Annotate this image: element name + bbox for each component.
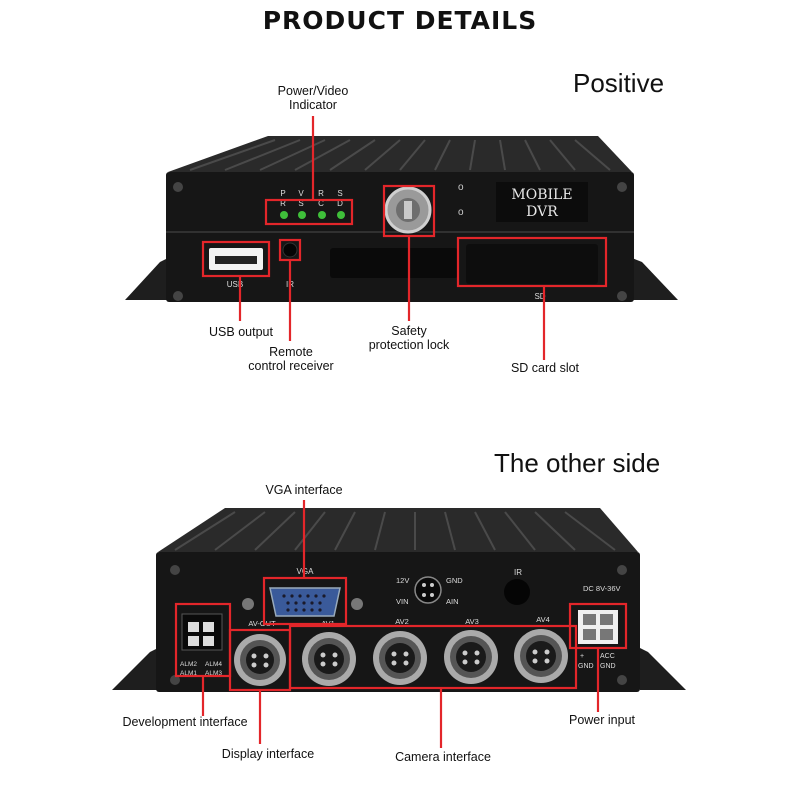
mark-alm4: ALM4: [205, 661, 222, 668]
svg-text:o: o: [458, 207, 464, 218]
led-mark-v: V: [298, 189, 304, 198]
callout-lock-line1: Safety: [391, 324, 427, 338]
usb-mark: USB: [227, 280, 243, 289]
front-device: P V R S R S C D oo MOBILE DVR USB IR: [125, 116, 678, 360]
callout-power-video-line1: Power/Video: [277, 84, 349, 98]
callout-development: Development interface: [122, 715, 248, 729]
back-heading: The other side: [494, 448, 661, 478]
device-label-line2: DVR: [526, 204, 558, 220]
svg-text:o: o: [458, 182, 464, 193]
mark-alm2: ALM2: [180, 661, 197, 668]
dc-mark: DC 8V-36V: [583, 584, 621, 593]
callout-remote: Remote control receiver: [226, 345, 356, 373]
led-mark-s: S: [337, 189, 342, 198]
mark-alm3: ALM3: [205, 670, 222, 677]
mark-av2: AV2: [395, 617, 409, 626]
callout-remote-line1: Remote: [269, 345, 313, 359]
led-mark-s2: S: [298, 199, 303, 208]
front-heading: Positive: [573, 68, 665, 98]
callout-camera: Camera interface: [395, 750, 491, 764]
callout-remote-line2: control receiver: [248, 359, 334, 373]
sd-mark: SD: [534, 292, 545, 301]
callout-usb-output: USB output: [209, 325, 273, 339]
device-label-line1: MOBILE: [511, 187, 572, 203]
led-mark-p: P: [280, 189, 285, 198]
callout-sd-slot: SD card slot: [510, 361, 580, 375]
aviation-connectors: [234, 629, 568, 686]
mark-plus: +: [580, 653, 584, 660]
pin-12v: 12V: [396, 576, 409, 585]
back-device: VGA 12V GND VIN AIN IR DC 8V-36V + GND A…: [112, 500, 686, 748]
mark-alm1: ALM1: [180, 670, 197, 677]
mark-acc: ACC: [600, 653, 615, 660]
pin-gnd: GND: [446, 576, 463, 585]
led-mark-r: R: [318, 189, 324, 198]
mark-gnd2: GND: [578, 663, 594, 670]
vga-mark: VGA: [297, 567, 315, 576]
mark-av-out: AV-OUT: [248, 619, 276, 628]
callout-lock: Safety protection lock: [354, 324, 464, 352]
page-title: PRODUCT DETAILS: [262, 6, 538, 35]
callout-vga: VGA interface: [265, 483, 343, 497]
back-ir-mark: IR: [514, 568, 522, 577]
callout-power-video: Power/Video Indicator: [258, 84, 368, 112]
led-mark-r2: R: [280, 199, 286, 208]
callout-power-video-line2: Indicator: [289, 98, 337, 112]
pin-vin: VIN: [396, 597, 409, 606]
led-mark-c: C: [318, 199, 324, 208]
mark-av3: AV3: [465, 617, 479, 626]
mark-av4: AV4: [536, 615, 550, 624]
callout-lock-line2: protection lock: [368, 338, 450, 352]
callout-power-input: Power input: [568, 713, 635, 727]
mark-gnd3: GND: [600, 663, 616, 670]
pin-ain: AIN: [446, 597, 459, 606]
led-mark-d: D: [337, 199, 343, 208]
callout-display: Display interface: [221, 747, 315, 761]
